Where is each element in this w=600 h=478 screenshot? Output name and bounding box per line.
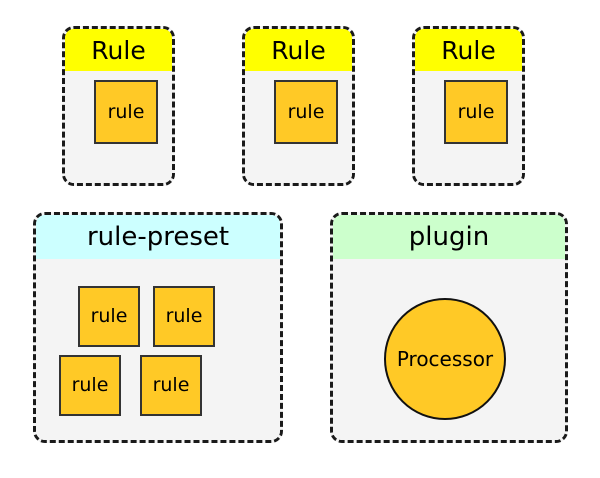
rule-card-1[interactable]: Rule rule: [62, 26, 175, 186]
rule-node[interactable]: rule: [94, 80, 158, 144]
rule-node[interactable]: rule: [59, 355, 121, 416]
plugin-header: plugin: [333, 215, 565, 259]
rule-node[interactable]: rule: [274, 80, 338, 144]
rule-node[interactable]: rule: [140, 355, 202, 416]
rule-card-3-header: Rule: [415, 29, 522, 71]
rule-card-1-header: Rule: [65, 29, 172, 71]
rule-preset-container[interactable]: rule-preset rule rule rule rule: [33, 212, 283, 443]
rule-card-3[interactable]: Rule rule: [412, 26, 525, 186]
rule-card-3-body: rule: [415, 71, 522, 183]
rule-preset-body: rule rule rule rule: [36, 259, 280, 440]
rule-preset-header: rule-preset: [36, 215, 280, 259]
rule-card-2[interactable]: Rule rule: [242, 26, 355, 186]
rule-card-2-header: Rule: [245, 29, 352, 71]
plugin-body: Processor: [333, 259, 565, 440]
rule-node[interactable]: rule: [444, 80, 508, 144]
rule-card-2-body: rule: [245, 71, 352, 183]
plugin-container[interactable]: plugin Processor: [330, 212, 568, 443]
rule-node[interactable]: rule: [78, 286, 140, 347]
rule-node[interactable]: rule: [153, 286, 215, 347]
processor-node[interactable]: Processor: [384, 298, 506, 420]
rule-card-1-body: rule: [65, 71, 172, 183]
